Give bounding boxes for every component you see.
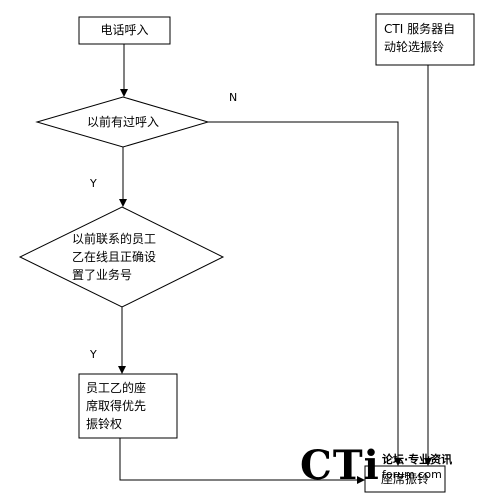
yes-label-1: Y <box>90 177 97 190</box>
seat-ring-box <box>364 465 446 493</box>
watermark-site: forum.com <box>382 468 442 481</box>
arrow-priority-to-seat <box>119 438 365 484</box>
arrow-no-to-seat <box>208 121 402 466</box>
yes-label-2: Y <box>90 348 97 361</box>
priority-ring-label: 员工乙的座 席取得优先 振铃权 <box>86 381 147 431</box>
incoming-call-box <box>78 16 171 45</box>
watermark-logo: CTi <box>300 442 380 489</box>
watermark-slogan: 论坛·专业资讯 <box>382 453 453 466</box>
seat-ring-label: 座席振铃 <box>380 472 429 486</box>
called-before-label: 以前有过呼入 <box>86 115 159 129</box>
employee-b-check-label: 以前联系的员工 乙在线且正确设 置了业务号 <box>72 232 157 282</box>
cti-server-label: CTI 服务器自 动轮选振铃 <box>384 22 456 54</box>
no-label: N <box>229 91 238 104</box>
cti-server-box <box>375 13 475 66</box>
priority-ring-box <box>78 373 178 439</box>
incoming-call-label: 电话呼入 <box>100 23 149 37</box>
